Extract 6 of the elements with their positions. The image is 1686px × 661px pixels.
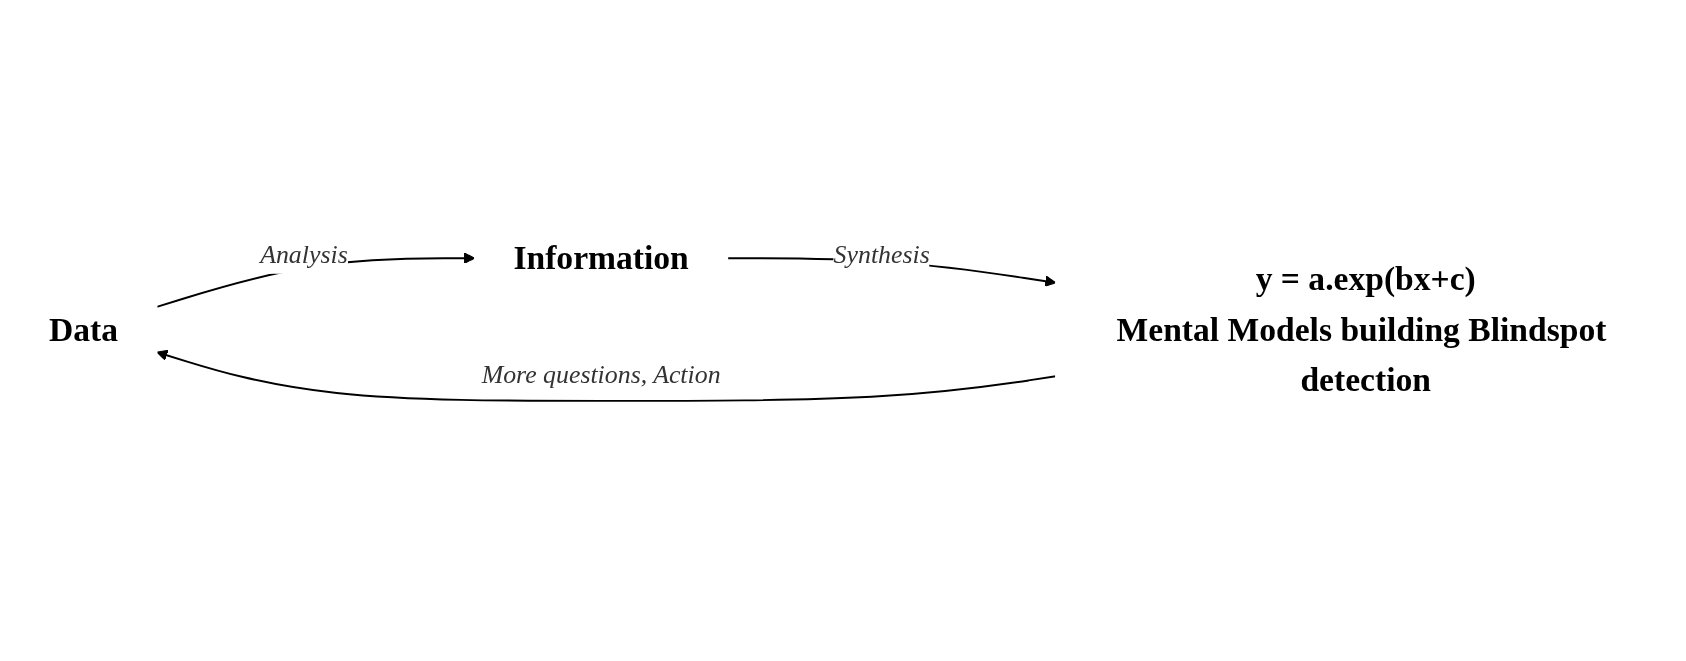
node-text: Information — [513, 239, 689, 277]
edge-label: Analysis — [260, 240, 348, 269]
node-text: y = a.exp(bx+c) Mental Models building Blindspot detection — [1116, 260, 1607, 399]
edge-label: Synthesis — [833, 240, 930, 269]
edge-label: More questions, Action — [481, 359, 721, 388]
node-text: Data — [49, 310, 119, 349]
